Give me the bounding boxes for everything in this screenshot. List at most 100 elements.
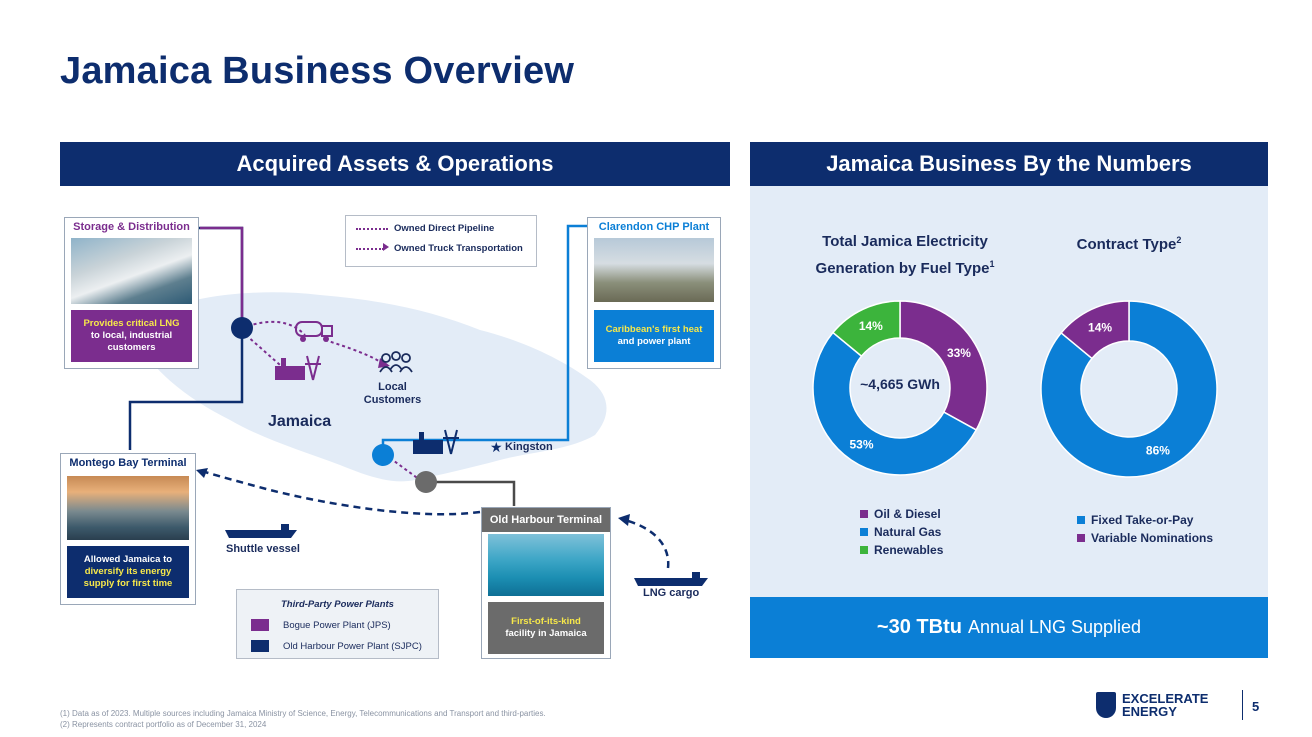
pipeline-swatch [356,228,388,230]
logo-divider [1242,690,1243,720]
storage-desc-line1: Provides critical LNG [83,318,180,329]
montego-node [231,317,253,339]
fuel-value-label-0: 33% [947,346,971,360]
fuel-chart-title: Total Jamica Electricity Generation by F… [790,231,1020,280]
pipeline-legend-label: Owned Direct Pipeline [394,223,495,234]
legend-swatch-oil [860,510,868,518]
old-harbour-connector [426,480,516,506]
old-harbour-card-title: Old Harbour Terminal [482,508,610,532]
excelerate-logo-text: EXCELERATE ENERGY [1122,692,1208,718]
annual-lng-value: ~30 TBtu [876,616,962,638]
clarendon-desc-line2: and power plant [617,336,691,347]
clarendon-card-desc: Caribbean's first heat and power plant [594,310,714,362]
lng-cargo-label: LNG cargo [643,587,700,599]
old-harbour-photo [488,534,604,596]
excelerate-logo-icon [1096,692,1116,718]
montego-desc-line3: supply for first time [83,578,173,589]
legend-swatch-renewables [860,546,868,554]
fuel-chart-footnote-mark: 1 [989,259,995,269]
montego-card-desc: Allowed Jamaica to diversify its energy … [67,546,189,598]
shuttle-arrow [196,468,208,478]
storage-desc-line3: customers [107,342,156,353]
third-party-item-old-harbour: Old Harbour Power Plant (SJPC) [283,641,422,652]
fuel-slice-renewables [831,300,901,358]
legend-label-renewables: Renewables [874,543,944,557]
shuttle-route [197,468,481,516]
legend-fixed: Fixed Take-or-Pay [1077,511,1213,529]
legend-label-gas: Natural Gas [874,525,942,539]
contract-value-label-1: 14% [1088,320,1112,334]
kingston-label: Kingston [505,441,553,453]
fuel-slice-natural-gas [812,331,978,476]
footnote-1: (1) Data as of 2023. Multiple sources in… [60,709,546,718]
cargo-route [624,518,670,569]
legend-renewables: Renewables [860,541,943,559]
fuel-value-label-1: 53% [849,438,873,452]
power-plant-icon-2 [413,429,459,455]
third-party-title: Third-Party Power Plants [281,599,394,610]
local-customers-label: Local Customers [363,381,422,406]
left-section-banner: Acquired Assets & Operations [60,142,730,186]
logo-line-1: EXCELERATE [1122,691,1209,706]
contract-value-label-0: 86% [1146,444,1170,458]
pipeline-route-2 [389,457,421,481]
storage-photo [71,238,192,304]
legend-natural-gas: Natural Gas [860,523,943,541]
montego-bay-card: Montego Bay Terminal Allowed Jamaica to … [60,453,196,605]
clarendon-desc-line1: Caribbean's first heat [605,324,703,335]
fuel-chart-title-text: Total Jamica Electricity Generation by F… [815,233,990,277]
contract-type-donut-chart: 86% 14% [1040,300,1218,478]
legend-label-fixed: Fixed Take-or-Pay [1091,513,1194,527]
contract-chart-footnote-mark: 2 [1176,235,1182,245]
star-icon: ★ [490,439,503,455]
montego-desc-line1: Allowed Jamaica to [83,554,173,565]
page-title: Jamaica Business Overview [60,50,575,92]
old-harbour-desc-line2: facility in Jamaica [505,628,587,639]
montego-card-title: Montego Bay Terminal [69,457,187,469]
legend-label-oil: Oil & Diesel [874,507,941,521]
montego-desc-line2: diversify its energy [84,566,172,577]
people-icon [379,351,413,373]
fuel-chart-center-label: ~4,665 GWh [860,376,940,392]
jamaica-map: ★ [128,224,708,586]
truck-route-2 [324,339,383,364]
legend-variable: Variable Nominations [1077,529,1213,547]
fuel-chart-legend: Oil & Diesel Natural Gas Renewables [860,505,943,559]
montego-photo [67,476,189,540]
bogue-plant-icon [251,619,269,631]
lng-cargo-icon [634,572,708,586]
clarendon-card-title: Clarendon CHP Plant [598,221,710,233]
fuel-slice-oil-diesel [899,300,988,431]
storage-distribution-card: Storage & Distribution Provides critical… [64,217,199,369]
old-harbour-plant-icon [251,640,269,652]
fuel-value-label-2: 14% [859,319,883,333]
contract-slice-fixed-take-or-pay [1040,300,1218,478]
footnote-2: (2) Represents contract portfolio as of … [60,720,267,729]
cargo-arrow [618,514,630,526]
truck-swatch [356,248,384,250]
third-party-box: Third-Party Power Plants Bogue Power Pla… [236,589,439,659]
shuttle-vessel-icon [225,524,297,538]
old-harbour-node [415,471,437,493]
contract-chart-legend: Fixed Take-or-Pay Variable Nominations [1077,511,1213,547]
right-section-banner: Jamaica Business By the Numbers [750,142,1268,186]
contract-slice-variable-nominations [1060,300,1130,360]
annual-lng-label: Annual LNG Supplied [967,617,1142,637]
clarendon-card: Clarendon CHP Plant Caribbean's first he… [587,217,721,369]
truck-icon [295,321,333,342]
legend-oil-diesel: Oil & Diesel [860,505,943,523]
clarendon-node [372,444,394,466]
truck-arrow [378,358,390,368]
legend-label-variable: Variable Nominations [1091,531,1214,545]
map-legend: Owned Direct Pipeline Owned Truck Transp… [345,215,537,267]
jamaica-label: Jamaica [268,413,332,430]
shuttle-vessel-label: Shuttle vessel [226,543,300,555]
truck-legend-arrow [383,243,389,251]
storage-desc-line2: to local, industrial [90,330,173,341]
fuel-type-donut-chart: 33% 53% 14% [812,300,988,476]
old-harbour-desc-line1: First-of-its-kind [511,616,581,627]
logo-line-2: ENERGY [1122,704,1177,719]
annual-lng-stat: ~30 TBtu Annual LNG Supplied [750,597,1268,658]
legend-swatch-variable [1077,534,1085,542]
clarendon-photo [594,238,714,302]
